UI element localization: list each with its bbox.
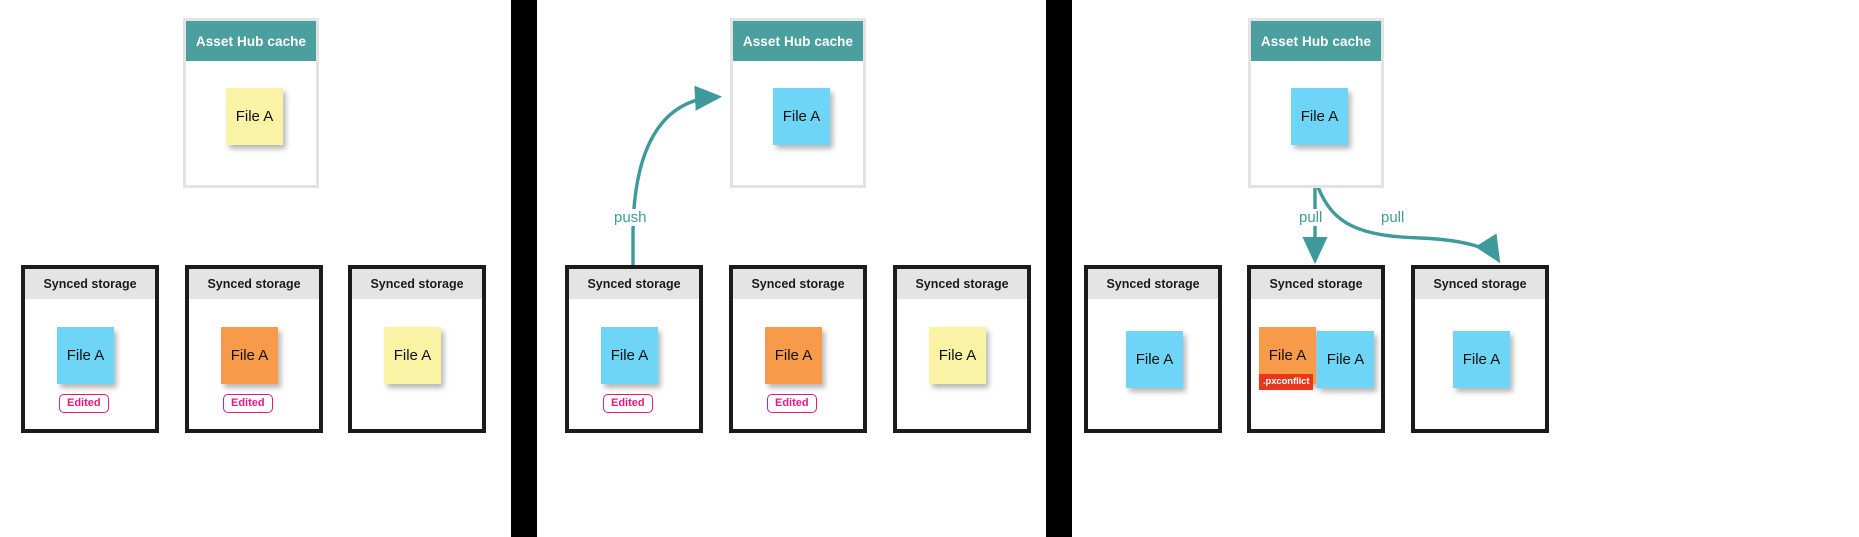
status-badge-edited: Edited [603,394,653,413]
asset-hub-cache-body: File A [186,61,316,185]
file-note[interactable]: File A [1453,331,1510,388]
asset-hub-cache-title: Asset Hub cache [733,21,863,61]
synced-storage-title: Synced storage [733,269,863,299]
synced-storage-2-3: Synced storage File A [893,265,1031,433]
file-note[interactable]: File A [765,327,822,384]
synced-storage-title: Synced storage [1088,269,1218,299]
file-note[interactable]: File A [601,327,658,384]
synced-storage-1-2: Synced storage File A Edited [185,265,323,433]
pull-label-2: pull [1378,209,1408,226]
asset-hub-cache-panel-2: Asset Hub cache File A [730,18,866,188]
asset-hub-cache-panel-3: Asset Hub cache File A [1248,18,1384,188]
synced-storage-1-3: Synced storage File A [348,265,486,433]
file-note[interactable]: File A [221,327,278,384]
synced-storage-title: Synced storage [352,269,482,299]
asset-hub-cache-title: Asset Hub cache [186,21,316,61]
synced-storage-2-1: Synced storage File A Edited [565,265,703,433]
asset-hub-cache-body: File A [733,61,863,185]
synced-storage-body: File A [1415,299,1545,429]
synced-storage-body: File A [1088,299,1218,429]
push-arrow [631,85,723,268]
asset-hub-cache-body: File A [1251,61,1381,185]
file-note[interactable]: File A [1126,331,1183,388]
synced-storage-body: File A [897,299,1027,429]
synced-storage-body: File A [352,299,482,429]
push-label: push [611,209,650,226]
panel-divider-2 [1046,0,1072,537]
synced-storage-body: File A Edited [189,299,319,429]
file-note[interactable]: File A [57,327,114,384]
pull-arrow-2 [1316,185,1501,264]
synced-storage-title: Synced storage [569,269,699,299]
synced-storage-body: File A Edited [569,299,699,429]
synced-storage-body: File A Edited [25,299,155,429]
status-badge-edited: Edited [223,394,273,413]
panel-divider-1 [511,0,537,537]
status-badge-pxconflict: .pxconflict [1259,374,1314,390]
synced-storage-3-1: Synced storage File A [1084,265,1222,433]
synced-storage-title: Synced storage [189,269,319,299]
status-badge-edited: Edited [59,394,109,413]
status-badge-edited: Edited [767,394,817,413]
synced-storage-2-2: Synced storage File A Edited [729,265,867,433]
pull-label-1: pull [1296,209,1326,226]
synced-storage-body: File A Edited [733,299,863,429]
synced-storage-title: Synced storage [25,269,155,299]
synced-storage-title: Synced storage [1251,269,1381,299]
asset-hub-cache-panel-1: Asset Hub cache File A [183,18,319,188]
file-note[interactable]: File A [1317,331,1374,388]
synced-storage-body: File A .pxconflict File A [1251,299,1381,429]
file-note[interactable]: File A [384,327,441,384]
file-note[interactable]: File A [773,88,830,145]
file-note[interactable]: File A [1291,88,1348,145]
synced-storage-3-3: Synced storage File A [1411,265,1549,433]
asset-hub-cache-title: Asset Hub cache [1251,21,1381,61]
file-note[interactable]: File A [226,88,283,145]
file-note[interactable]: File A [929,327,986,384]
synced-storage-title: Synced storage [897,269,1027,299]
synced-storage-3-2: Synced storage File A .pxconflict File A [1247,265,1385,433]
synced-storage-1-1: Synced storage File A Edited [21,265,159,433]
synced-storage-title: Synced storage [1415,269,1545,299]
